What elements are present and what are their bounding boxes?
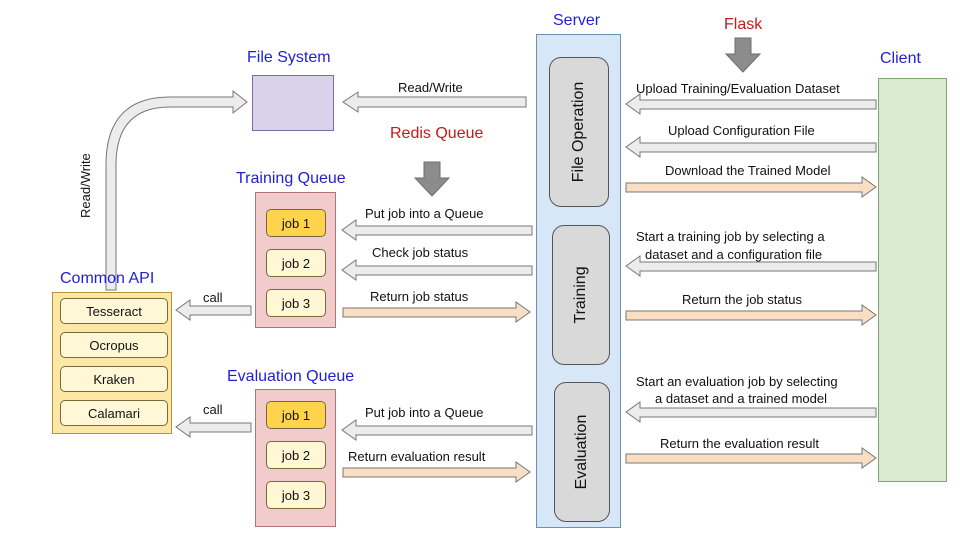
server-title: Server (553, 12, 601, 29)
api-filesystem-curve-body (105, 89, 248, 291)
training-queue-title: Training Queue (236, 170, 346, 187)
download-model-label: Download the Trained Model (665, 163, 831, 178)
training-queue-box: job 1 job 2 job 3 (255, 192, 336, 328)
server-box: File Operation Training Evaluation (536, 34, 621, 528)
tool-kraken[interactable]: Kraken (60, 366, 168, 392)
evaluation-queue-title: Evaluation Queue (227, 368, 355, 385)
arrow-put-job-training (341, 219, 533, 241)
evaluation-job-1[interactable]: job 1 (266, 401, 326, 429)
put-job-training-label: Put job into a Queue (365, 206, 484, 221)
evaluation-job-3[interactable]: job 3 (266, 481, 326, 509)
arrow-call-evaluation (175, 416, 252, 438)
training-job-2[interactable]: job 2 (266, 249, 326, 277)
evaluation-queue-box: job 1 job 2 job 3 (255, 389, 336, 527)
file-operation-module[interactable]: File Operation (549, 57, 609, 207)
arrow-start-evaluation (625, 401, 877, 423)
tool-ocropus[interactable]: Ocropus (60, 332, 168, 358)
arrow-start-training (625, 255, 877, 277)
flask-down-arrow (724, 37, 762, 73)
file-operation-label: File Operation (570, 81, 587, 183)
training-job-3[interactable]: job 3 (266, 289, 326, 317)
redis-queue-title: Redis Queue (390, 125, 484, 142)
start-evaluation-label-line1: Start an evaluation job by selecting (636, 374, 838, 389)
client-title: Client (880, 50, 921, 67)
arrow-check-job-status (341, 259, 533, 281)
start-training-label-line1: Start a training job by selecting a (636, 229, 825, 244)
tool-tesseract[interactable]: Tesseract (60, 298, 168, 324)
training-module[interactable]: Training (552, 225, 610, 365)
check-job-status-label: Check job status (372, 245, 469, 260)
arrow-return-evaluation-result-queue (342, 461, 531, 483)
read-write-server-label: Read/Write (398, 80, 463, 95)
training-job-1[interactable]: job 1 (266, 209, 326, 237)
return-evaluation-result-client-label: Return the evaluation result (660, 436, 819, 451)
arrow-call-training (175, 299, 252, 321)
arrow-upload-config (625, 136, 877, 158)
evaluation-job-2[interactable]: job 2 (266, 441, 326, 469)
arrow-server-to-filesystem (342, 91, 527, 113)
upload-dataset-label: Upload Training/Evaluation Dataset (636, 81, 840, 96)
api-to-filesystem-curve-arrow (111, 95, 247, 290)
return-job-status-client-label: Return the job status (682, 292, 802, 307)
tool-calamari[interactable]: Calamari (60, 400, 168, 426)
file-system-box (252, 75, 334, 131)
training-label: Training (572, 266, 589, 324)
evaluation-module[interactable]: Evaluation (554, 382, 610, 522)
redis-down-arrow (413, 161, 451, 197)
upload-config-label: Upload Configuration File (668, 123, 815, 138)
client-box (878, 78, 947, 482)
call-training-label: call (203, 290, 223, 305)
common-api-box: Tesseract Ocropus Kraken Calamari (52, 292, 172, 434)
start-evaluation-label-line2: a dataset and a trained model (655, 391, 828, 406)
arrow-return-job-status-client (625, 304, 877, 326)
put-job-evaluation-label: Put job into a Queue (365, 405, 484, 420)
arrow-upload-dataset (625, 93, 877, 115)
return-job-status-queue-label: Return job status (370, 289, 469, 304)
file-system-title: File System (247, 49, 331, 66)
arrow-download-model (625, 176, 877, 198)
arrow-return-job-status-queue (342, 301, 531, 323)
arrow-return-evaluation-result-client (625, 447, 877, 469)
flask-title: Flask (724, 16, 763, 33)
arrow-put-job-evaluation (341, 419, 533, 441)
start-training-label-line2: dataset and a configuration file (645, 247, 823, 262)
return-evaluation-result-queue-label: Return evaluation result (348, 449, 486, 464)
evaluation-label: Evaluation (573, 414, 590, 490)
call-evaluation-label: call (203, 402, 223, 417)
read-write-api-label: Read/Write (78, 153, 93, 218)
common-api-title: Common API (60, 270, 155, 287)
